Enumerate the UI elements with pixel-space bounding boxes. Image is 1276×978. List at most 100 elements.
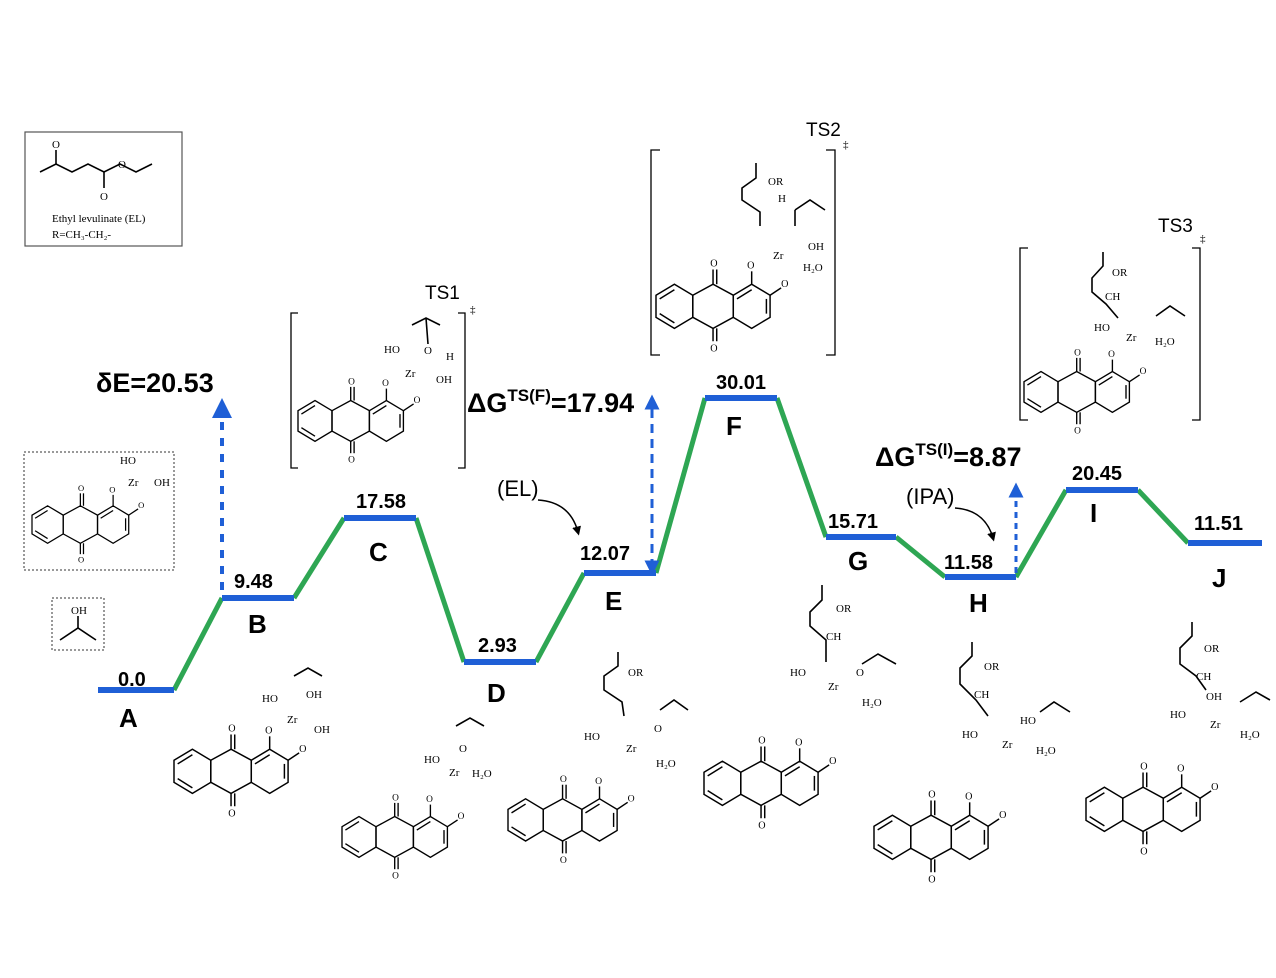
el-r-text: R=CH₃-CH₂- [52, 229, 111, 241]
intermediate-structures: Zr HO OH OH Zr HO H₂O O Zr HO H₂O OR O Z… [173, 585, 1271, 887]
ts2-oh: OH [808, 241, 824, 253]
el-label: (EL) [497, 476, 539, 501]
label-I: I [1090, 498, 1097, 528]
f-or: OR [836, 603, 852, 615]
label-G: G [848, 546, 868, 576]
value-C: 17.58 [356, 491, 406, 513]
b-zr: Zr [287, 714, 298, 726]
ts3-zr: Zr [1126, 332, 1137, 344]
ts3-label: TS3 [1158, 216, 1193, 237]
ts1-o: O [424, 345, 432, 357]
ts2-label: TS2 [806, 120, 841, 141]
ts3-ho: HO [1094, 322, 1110, 334]
label-E: E [605, 586, 622, 616]
e-zr: Zr [626, 743, 637, 755]
ts1-structure: TS1 ‡ Zr HO OH O H [290, 283, 476, 469]
ts1-h: H [446, 351, 454, 363]
el-curved-arrow [537, 499, 581, 536]
label-A: A [119, 703, 138, 733]
value-A: 0.0 [118, 669, 146, 691]
delta-e-text: δE=20.53 [96, 368, 214, 398]
i-h2o: H₂O [1240, 729, 1260, 741]
f-o: O [856, 667, 864, 679]
value-E: 12.07 [580, 543, 630, 565]
h-or: OR [984, 661, 1000, 673]
i-or: OR [1204, 643, 1220, 655]
f-ho: HO [790, 667, 806, 679]
isopropanol-box: OH [51, 597, 105, 651]
value-F: 30.01 [716, 372, 766, 394]
annotations: δE=20.53 ΔGTS(F)=17.94 ΔGTS(I)=8.87 (EL)… [96, 368, 1022, 542]
value-J: 11.51 [1194, 513, 1243, 535]
svg-text:O: O [118, 159, 126, 171]
e-or: OR [628, 667, 644, 679]
ts2-zr: Zr [773, 250, 784, 262]
ts1-label: TS1 [425, 283, 460, 304]
energy-levels [98, 395, 1262, 693]
h-ipa-ho: HO [1020, 715, 1036, 727]
dg-tsi-label: ΔGTS(I)=8.87 [875, 440, 1022, 472]
f-zr: Zr [828, 681, 839, 693]
e-o: O [654, 723, 662, 735]
h-zr: Zr [1002, 739, 1013, 751]
label-H: H [969, 588, 988, 618]
ts2-dagger: ‡ [843, 139, 849, 151]
value-D: 2.93 [478, 635, 517, 657]
b-ho: HO [262, 693, 278, 705]
b-oh: OH [314, 724, 330, 736]
ts2-or: OR [768, 176, 784, 188]
svg-text:O: O [52, 139, 60, 151]
f-ch: CH [826, 631, 841, 643]
ts2-h: H [778, 193, 786, 205]
d-zr: Zr [449, 767, 460, 779]
d-ho: HO [424, 754, 440, 766]
energy-arrows [212, 394, 1024, 590]
level-labels: A B C D E F G H I J [119, 411, 1226, 733]
value-G: 15.71 [828, 511, 878, 533]
label-C: C [369, 537, 388, 567]
ts2-structure: TS2 ‡ Zr OH H₂O OR H [650, 120, 849, 356]
label-D: D [487, 678, 506, 708]
ts3-or: OR [1112, 267, 1128, 279]
ts3-h2o: H₂O [1155, 336, 1175, 348]
pathway-connectors [171, 397, 1190, 692]
label-F: F [726, 411, 742, 441]
ts3-ch: CH [1105, 291, 1120, 303]
ts1-zr: Zr [405, 368, 416, 380]
d-h2o: H₂O [472, 768, 492, 780]
el-name-text: Ethyl levulinate (EL) [52, 213, 146, 225]
level-values: 0.0 9.48 17.58 2.93 12.07 30.01 15.71 11… [118, 372, 1243, 691]
h-ho: HO [962, 729, 978, 741]
ts1-ho: HO [384, 344, 400, 356]
zr-atom: Zr [128, 477, 139, 489]
ts3-dagger: ‡ [1200, 233, 1206, 245]
ho-atom: HO [120, 455, 136, 467]
d-o: O [459, 743, 467, 755]
label-B: B [248, 609, 267, 639]
e-h2o: H₂O [656, 758, 676, 770]
ts3-structure: TS3 ‡ Zr HO H₂O OR CH [1019, 216, 1206, 438]
zr-catalyst-box: Zr HO OH [23, 451, 175, 571]
i-ch: CH [1196, 671, 1211, 683]
ethyl-levulinate-box: O O O Ethyl levulinate (EL) R=CH₃-CH₂- [24, 131, 183, 247]
label-J: J [1212, 563, 1226, 593]
i-zr: Zr [1210, 719, 1221, 731]
ipa-curved-arrow [954, 507, 996, 542]
h-h2o: H₂O [1036, 745, 1056, 757]
ipa-label: (IPA) [906, 484, 954, 509]
i-oh: OH [1206, 691, 1222, 703]
dg-tsf-label: ΔGTS(F)=17.94 [467, 386, 634, 418]
svg-text:O: O [100, 191, 108, 203]
i-ho: HO [1170, 709, 1186, 721]
value-B: 9.48 [234, 571, 273, 593]
oh-atom: OH [154, 477, 170, 489]
h-ch: CH [974, 689, 989, 701]
ipa-oh-atom: OH [71, 605, 87, 617]
ts2-h2o: H₂O [803, 262, 823, 274]
ts1-dagger: ‡ [470, 304, 476, 316]
f-h2o: H₂O [862, 697, 882, 709]
b-oh2: OH [306, 689, 322, 701]
ts1-oh: OH [436, 374, 452, 386]
value-I: 20.45 [1072, 463, 1122, 485]
